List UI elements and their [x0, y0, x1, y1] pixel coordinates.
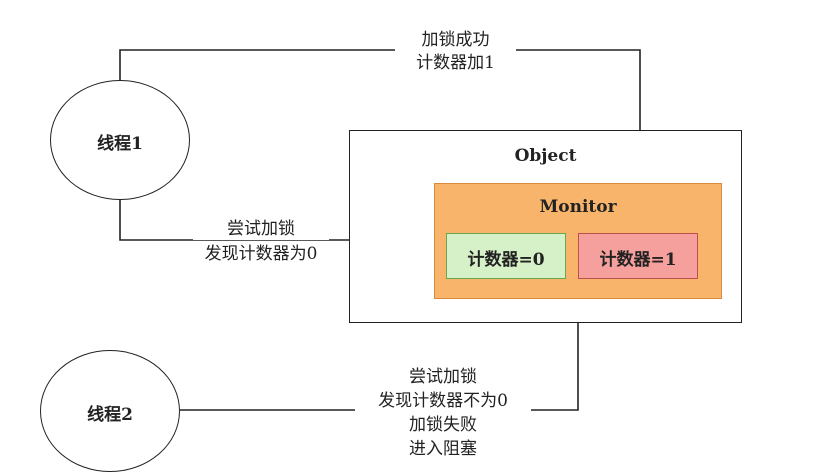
counter-zero-label: 计数器=0 [467, 250, 545, 270]
monitor-label: Monitor [539, 197, 617, 217]
edge-label-blocked-line1: 尝试加锁 [360, 366, 526, 388]
thread1-node [50, 80, 190, 200]
counter-one-label: 计数器=1 [599, 250, 677, 270]
thread2-label: 线程2 [87, 405, 133, 425]
edge-label-try-line1: 尝试加锁 [193, 218, 329, 240]
counter-zero-box [446, 233, 566, 279]
edge-thread2-blocked [180, 304, 583, 411]
edge-thread1-try [119, 198, 434, 245]
edge-label-blocked-line4: 进入阻塞 [360, 438, 526, 460]
edge-label-blocked-line2: 发现计数器不为0 [355, 390, 531, 412]
object-label: Object [514, 146, 577, 166]
thread1-label: 线程1 [97, 134, 143, 154]
edge-label-blocked-line3: 加锁失败 [360, 414, 526, 436]
edge-label-success-line1: 加锁成功 [395, 29, 516, 51]
edge-label-success-line2: 计数器加1 [395, 52, 516, 74]
edge-label-try-line2: 发现计数器为0 [185, 243, 337, 265]
counter-one-box [578, 233, 698, 279]
